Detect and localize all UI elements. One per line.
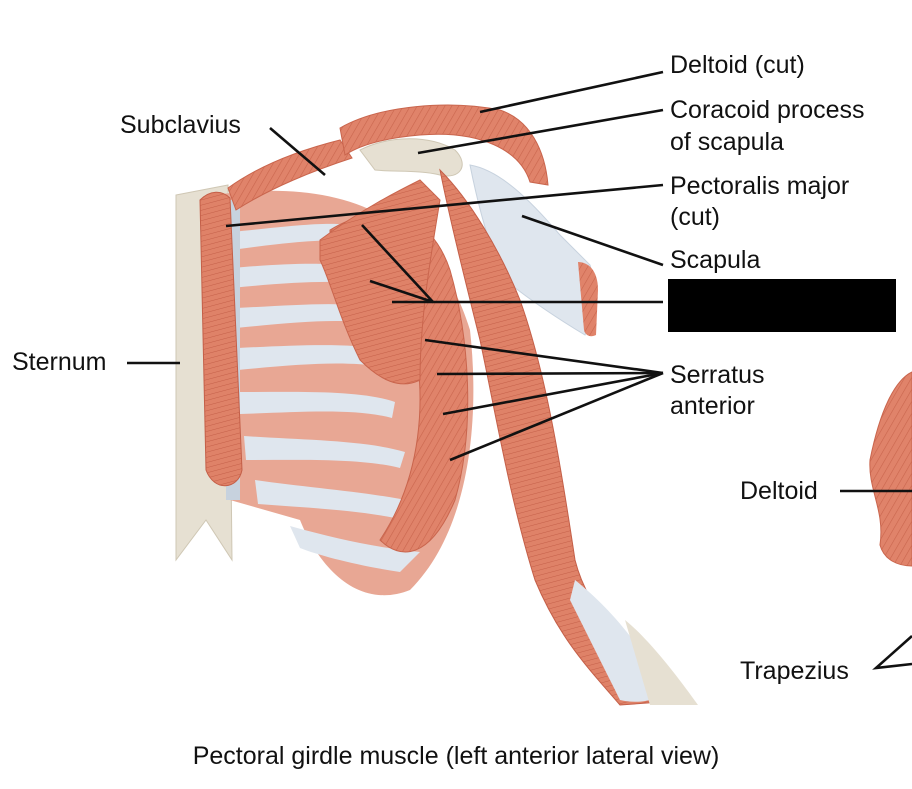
forearm-skin bbox=[625, 620, 698, 705]
label-deltoid-cut: Deltoid (cut) bbox=[670, 51, 805, 79]
label-coracoid-process-line2: of scapula bbox=[670, 128, 784, 156]
label-pectoralis-major-line2: (cut) bbox=[670, 203, 720, 231]
label-serratus-anterior-line1: Serratus bbox=[670, 361, 765, 389]
scapula-muscle-end bbox=[578, 262, 598, 337]
leader-lines bbox=[127, 70, 912, 670]
label-coracoid-process-line1: Coracoid process bbox=[670, 96, 865, 124]
label-sternum: Sternum bbox=[12, 348, 107, 376]
subclavius-muscle bbox=[227, 139, 353, 211]
label-serratus-anterior-line2: anterior bbox=[670, 392, 755, 420]
label-deltoid: Deltoid bbox=[740, 477, 818, 505]
coracoid-process bbox=[359, 138, 463, 177]
label-scapula: Scapula bbox=[670, 246, 761, 274]
label-trapezius: Trapezius bbox=[740, 657, 849, 685]
pectoralis-major-cut-origin bbox=[199, 191, 243, 487]
forearm-tendon bbox=[570, 580, 662, 702]
deltoid-cut-muscle bbox=[339, 104, 549, 186]
right-figure-deltoid bbox=[869, 371, 912, 567]
redacted-label-box bbox=[668, 279, 896, 332]
label-pectoralis-major-line1: Pectoralis major bbox=[670, 172, 850, 200]
pectoralis-minor-muscle bbox=[319, 179, 441, 385]
ribs bbox=[232, 223, 420, 572]
figure-caption: Pectoral girdle muscle (left anterior la… bbox=[192, 742, 720, 770]
label-subclavius: Subclavius bbox=[120, 111, 241, 139]
